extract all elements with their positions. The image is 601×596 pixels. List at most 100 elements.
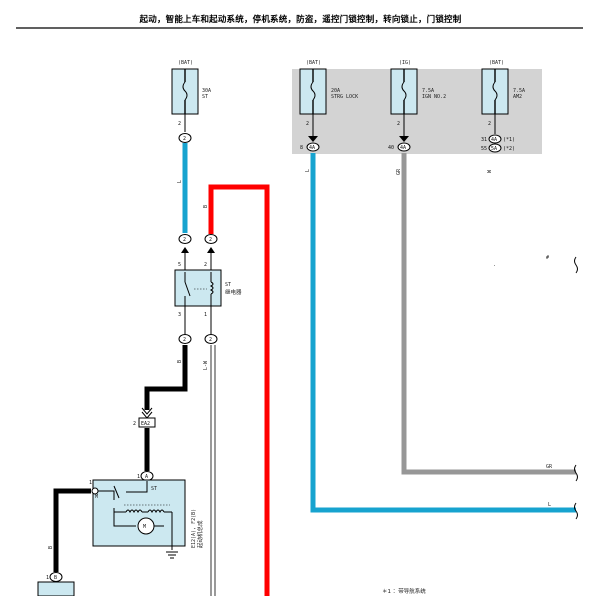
fuse-st-name: ST — [202, 94, 208, 100]
wire-label: GR — [546, 464, 553, 470]
fuse-ign-icon — [401, 81, 407, 101]
connector-code: 4A — [309, 145, 315, 151]
connector-pin: 2 — [183, 136, 186, 142]
chevron-down-icon — [141, 411, 153, 419]
wire-b-left — [53, 488, 91, 572]
page-title: 起动，智能上车和起动系统，停机系统，防盗，遥控门锁控制，转向锁止，门锁控制 — [139, 15, 462, 25]
connector-note: (*2) — [503, 146, 515, 152]
wire-label: B — [177, 360, 183, 363]
starter-coil-icon — [125, 509, 143, 514]
arrow-icon — [308, 136, 318, 142]
connector-note: (*1) — [503, 137, 515, 143]
wire-gr-right — [401, 153, 576, 475]
arrow-icon — [399, 136, 409, 142]
relay-name: ST — [225, 282, 231, 288]
wire-label: W — [487, 169, 493, 173]
connector-code: 5A — [491, 146, 497, 152]
wire-label: GR — [396, 168, 402, 175]
relay-pin: 1 — [204, 312, 207, 318]
wire-label: B — [48, 546, 54, 549]
fuse-am2-rating: 7.5A — [513, 88, 525, 94]
starter-m-label: M — [95, 494, 98, 500]
wire-b-red — [208, 184, 270, 596]
starter-conn: A — [145, 474, 148, 480]
starter-code: E12(A), F2(B) — [191, 509, 197, 548]
footnote: ＊1 ：带导航系统 — [382, 587, 426, 595]
connector-pin: 2 — [183, 337, 186, 343]
relay-coil-icon — [209, 281, 214, 295]
connector-pin: 2 — [209, 237, 212, 243]
fuse-stng-name: STRG LOCK — [331, 94, 358, 100]
arrow-up-icon — [181, 247, 189, 253]
fuse-am2-icon — [492, 81, 498, 101]
connector-pin: 2 — [209, 337, 212, 343]
connector-code: 4A — [491, 137, 497, 143]
fuse-stng-supply: (BAT) — [306, 60, 321, 66]
fuse-ign-supply: (IG) — [399, 60, 411, 66]
fuse-ign-name: IGN NO.2 — [422, 94, 446, 100]
fuse-ign-rating: 7.5A — [422, 88, 434, 94]
starter-switch — [113, 485, 120, 499]
bottom-conn: B — [54, 575, 57, 581]
break-mark — [574, 464, 578, 482]
misc-mark: . — [493, 262, 496, 268]
relay-pin: 5 — [178, 262, 181, 268]
connector-oval — [204, 234, 218, 244]
starter-conn-pin: 1 — [137, 474, 140, 480]
starter-box — [92, 479, 186, 547]
wire-label: L — [177, 180, 183, 183]
fuse-am2-pin: 2 — [488, 121, 491, 127]
relay-desc: 继电器 — [225, 288, 242, 296]
fuse-stng-pin: 2 — [306, 121, 309, 127]
break-mark — [574, 256, 578, 274]
connector-oval — [178, 334, 192, 344]
st-relay-box — [174, 269, 222, 307]
starter-desc: 起动机总成 — [196, 520, 204, 548]
fuse-stng-rating: 20A — [331, 88, 340, 94]
ea2-label: EA2 — [141, 421, 150, 427]
connector-pin: 31 — [481, 137, 487, 143]
connector-pin: 40 — [388, 145, 394, 151]
fuse-st-icon — [182, 81, 188, 101]
fuse-st-pin: 2 — [178, 121, 181, 127]
connector-oval — [178, 133, 192, 143]
ea2-pin: 2 — [133, 421, 136, 427]
relay-pin: 3 — [178, 312, 181, 318]
chevron-down-icon — [141, 407, 153, 415]
starter-wire — [126, 481, 148, 493]
wire-label: B — [203, 205, 209, 208]
wire-l-right — [310, 153, 576, 513]
wire-label: L-W — [203, 360, 209, 370]
fuse-st-rating: 30A — [202, 88, 211, 94]
connector-pin: 2 — [183, 237, 186, 243]
break-mark — [574, 502, 578, 520]
fuse-am2-supply: (BAT) — [489, 60, 504, 66]
fuse-am2-name: AM2 — [513, 94, 522, 100]
relay-pin: 2 — [204, 262, 207, 268]
starter-wire — [98, 490, 115, 500]
connector-oval — [204, 334, 218, 344]
starter-st-label: ST — [151, 486, 157, 492]
fuse-st-supply: (BAT) — [178, 60, 193, 66]
connector-oval — [306, 142, 320, 152]
starter-wire — [113, 512, 136, 527]
connector-code: 4A — [400, 145, 406, 151]
relay-switch — [184, 281, 191, 297]
connector-oval — [178, 234, 192, 244]
wire-label: L — [548, 502, 551, 508]
bottom-component-box — [37, 581, 75, 596]
wire-b-black — [144, 345, 188, 410]
bottom-conn-pin: 1 — [46, 575, 49, 581]
connector-oval — [488, 134, 502, 144]
ea2-connector — [138, 417, 156, 428]
wire-label: L — [305, 169, 311, 172]
connector-oval — [397, 142, 411, 152]
starter-pin: 1 — [89, 480, 92, 486]
connector-pin: 55 — [481, 146, 487, 152]
motor-label: M — [143, 524, 146, 530]
arrow-up-icon — [207, 247, 215, 253]
starter-coil-icon — [147, 509, 165, 514]
fuse-ign-pin: 2 — [397, 121, 400, 127]
connector-oval — [488, 143, 502, 153]
